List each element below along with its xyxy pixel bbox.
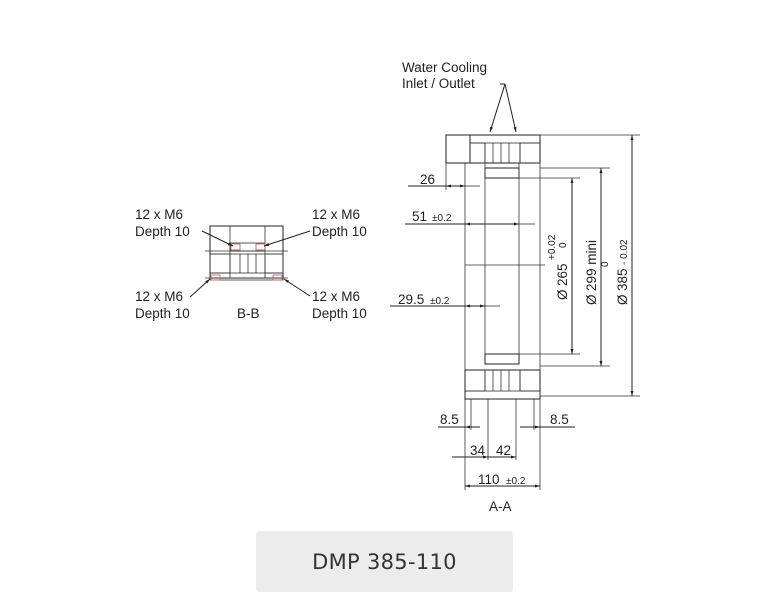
svg-text:26: 26	[420, 172, 435, 187]
svg-text:12 x M6: 12 x M6	[312, 289, 360, 304]
svg-text:8.5: 8.5	[550, 412, 569, 427]
callout-top-right: 12 x M6 Depth 10	[312, 207, 367, 239]
svg-text:34: 34	[470, 443, 486, 458]
diameter-extensions	[519, 134, 640, 397]
section-aa: Water Cooling Inlet / Outlet	[390, 60, 640, 514]
svg-text:42: 42	[496, 443, 511, 458]
section-bb-label: B-B	[237, 306, 260, 321]
svg-text:29.5: 29.5	[398, 292, 424, 307]
svg-text:Depth 10: Depth 10	[135, 306, 190, 321]
dim-110: 110 ±0.2	[465, 472, 540, 488]
water-cooling-label-line2: Inlet / Outlet	[402, 76, 475, 91]
svg-text:0: 0	[558, 242, 569, 248]
svg-text:110: 110	[478, 472, 500, 487]
svg-text:0: 0	[600, 261, 611, 267]
svg-text:12 x M6: 12 x M6	[135, 207, 183, 222]
threaded-holes	[210, 243, 283, 281]
svg-text:+0.02: +0.02	[547, 234, 558, 260]
bb-leaders	[189, 230, 311, 298]
svg-text:385: 385	[615, 268, 630, 291]
dim-34-42: 34 42	[452, 443, 516, 459]
dim-8-5-left: 8.5	[438, 412, 480, 429]
top-flange-section	[445, 134, 541, 179]
svg-text:265: 265	[555, 263, 570, 286]
svg-text:12 x M6: 12 x M6	[135, 289, 183, 304]
bottom-extensions	[464, 399, 541, 490]
dia-299-label: Ø 299 mini 0	[584, 240, 611, 305]
callout-top-left: 12 x M6 Depth 10	[135, 207, 190, 239]
bottom-flange-section	[464, 353, 541, 400]
svg-text:Ø: Ø	[584, 294, 599, 305]
svg-text:299 mini: 299 mini	[584, 240, 599, 291]
svg-text:Depth 10: Depth 10	[312, 224, 367, 239]
dim-51: 51 ±0.2	[405, 209, 535, 226]
water-cooling-leaders	[489, 83, 517, 133]
svg-text:12 x M6: 12 x M6	[312, 207, 360, 222]
svg-text:±0.2: ±0.2	[430, 296, 450, 307]
svg-text:51: 51	[412, 209, 427, 224]
svg-text:Depth 10: Depth 10	[135, 224, 190, 239]
section-aa-label: A-A	[489, 499, 512, 514]
section-bb: 12 x M6 Depth 10 12 x M6 Depth 10 12 x M…	[135, 207, 367, 321]
svg-text:±0.2: ±0.2	[432, 213, 452, 224]
model-title-box: DMP 385-110	[256, 531, 513, 592]
bb-body	[205, 225, 288, 281]
dia-385-label: Ø 385 - 0.02	[615, 239, 630, 305]
water-cooling-label-line1: Water Cooling	[402, 60, 487, 75]
dia-265-label: Ø 265 +0.02 0	[547, 234, 570, 300]
dim-8-5-right: 8.5	[520, 412, 575, 429]
svg-text:8.5: 8.5	[440, 412, 459, 427]
svg-text:- 0.02: - 0.02	[619, 239, 630, 265]
svg-text:Ø: Ø	[555, 289, 570, 300]
svg-text:Depth 10: Depth 10	[312, 306, 367, 321]
model-title: DMP 385-110	[312, 549, 457, 574]
callout-bottom-right: 12 x M6 Depth 10	[312, 289, 367, 321]
callout-bottom-left: 12 x M6 Depth 10	[135, 289, 190, 321]
body-lines	[445, 163, 545, 370]
svg-text:Ø: Ø	[615, 294, 630, 305]
svg-text:±0.2: ±0.2	[506, 476, 526, 487]
dim-29-5: 29.5 ±0.2	[390, 292, 500, 308]
dim-26: 26	[408, 172, 480, 188]
